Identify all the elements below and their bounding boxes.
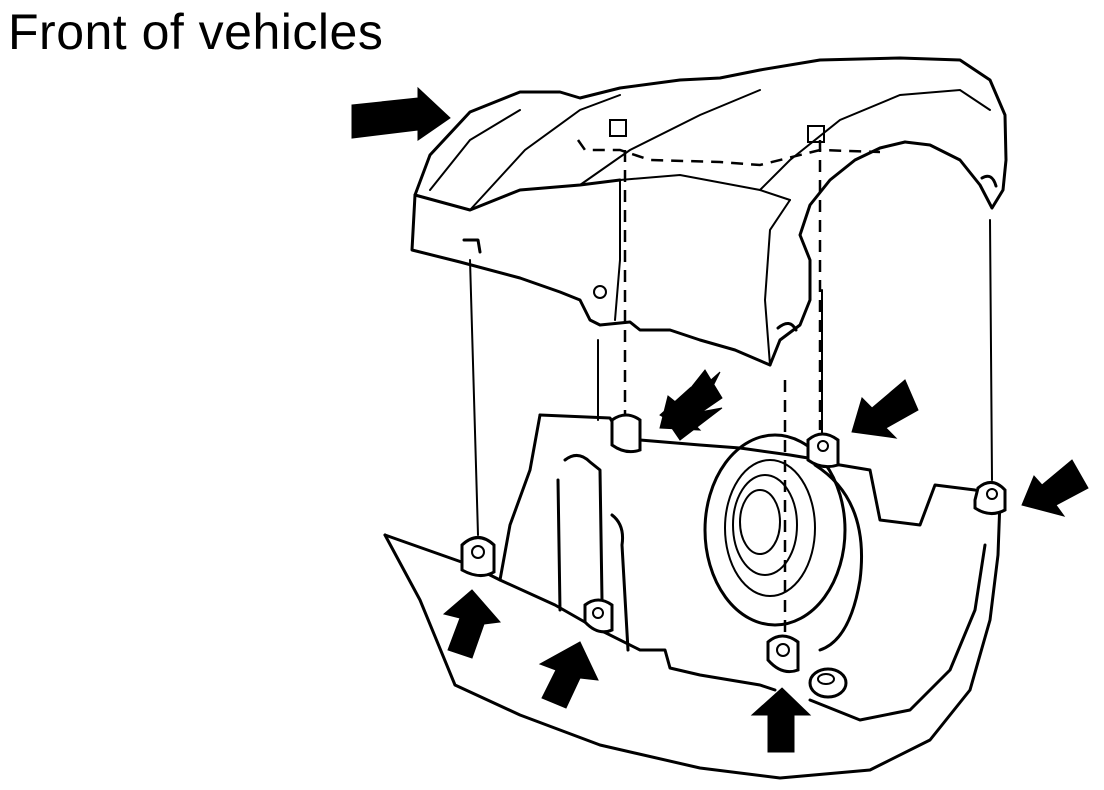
arrow-lower-left <box>442 589 501 659</box>
arrow-lower-center-left <box>538 641 599 709</box>
front-direction-arrow <box>351 86 451 141</box>
arrow-lower-center <box>750 687 812 753</box>
upper-cover <box>410 56 1008 430</box>
clip-arrows <box>442 369 1089 753</box>
lower-cover <box>383 413 1007 780</box>
diagram-caption: Front of vehicles <box>8 4 384 60</box>
arrow-upper-center-b <box>659 369 723 431</box>
arrow-upper-right <box>851 379 919 439</box>
arrow-far-right <box>1021 459 1089 517</box>
